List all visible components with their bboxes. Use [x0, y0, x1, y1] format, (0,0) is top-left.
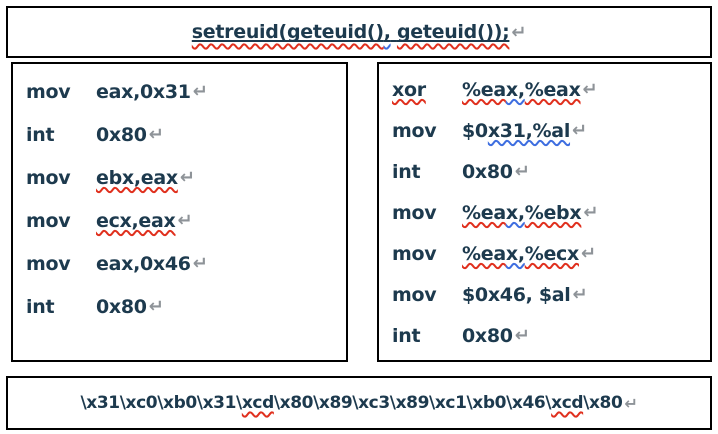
asm-operands: $0x46, $al	[462, 284, 571, 306]
return-mark-icon: ↵	[572, 284, 588, 305]
function-call-box: setreuid(geteuid(), geteuid());↵	[6, 6, 712, 58]
asm-line: mov eax,0x46↵	[26, 242, 346, 285]
asm-operands: 0x80	[462, 325, 513, 347]
asm-operands: 0x80	[96, 296, 147, 318]
asm-mnemonic: mov	[26, 166, 71, 189]
asm-line: mov eax,0x31↵	[26, 70, 346, 113]
asm-mnemonic: xor	[392, 78, 426, 101]
asm-line: mov %eax,%ecx↵	[392, 233, 710, 274]
asm-mnemonic: mov	[26, 252, 71, 275]
text-segment: 0x80	[462, 324, 513, 347]
asm-mnemonic: mov	[392, 242, 437, 265]
asm-mnemonic: int	[26, 295, 55, 318]
asm-operands: eax,0x46	[96, 253, 191, 275]
return-mark-icon: ↵	[514, 325, 530, 346]
return-mark-icon: ↵	[580, 243, 596, 264]
asm-line: mov $0x46, $al↵	[392, 274, 710, 315]
asm-line: int 0x80↵	[392, 151, 710, 192]
asm-mnemonic: mov	[392, 283, 437, 306]
asm-operands: ebx,eax	[96, 167, 178, 189]
text-segment: xcd	[241, 393, 274, 413]
text-segment: \x80\x89\xc3\x89\xc1\xb0\x46\	[273, 393, 552, 413]
asm-line: mov $0x31,%al↵	[392, 110, 710, 151]
text-segment: x,	[505, 242, 525, 265]
text-segment: eax,0x31	[96, 80, 191, 103]
text-segment: ecx,eax	[96, 209, 176, 232]
return-mark-icon: ↵	[179, 167, 195, 188]
text-segment: 0x80	[96, 295, 147, 318]
return-mark-icon: ↵	[583, 202, 599, 223]
asm-mnemonic: int	[392, 324, 421, 347]
asm-mnemonic: mov	[392, 201, 437, 224]
text-segment: \x31\xc0\xb0\x31\	[80, 393, 243, 413]
asm-line: mov ebx,eax↵	[26, 156, 346, 199]
text-segment: %ecx	[524, 242, 580, 265]
asm-mnemonic: mov	[392, 119, 437, 142]
text-segment: eax,0x46	[96, 252, 191, 275]
function-call-text: setreuid(geteuid(), geteuid());	[192, 21, 510, 43]
text-segment: x,	[505, 201, 525, 224]
text-segment: ,	[383, 21, 391, 43]
text-segment: %ea	[462, 201, 506, 224]
text-segment: 0x80	[462, 160, 513, 183]
text-segment: ebx,eax	[96, 166, 178, 189]
asm-line: mov ecx,eax↵	[26, 199, 346, 242]
asm-line: int 0x80↵	[26, 285, 346, 328]
text-segment: x,	[505, 78, 525, 101]
asm-operands: %eax,%ecx	[462, 243, 579, 265]
text-segment: \x80	[583, 393, 623, 413]
asm-mnemonic: mov	[26, 80, 71, 103]
asm-operands: 0x80	[96, 124, 147, 146]
asm-operands: %eax,%ebx	[462, 201, 582, 224]
text-segment: %ea	[462, 242, 506, 265]
shellcode-text: \x31\xc0\xb0\x31\xcd\x80\x89\xc3\x89\xc1…	[81, 393, 623, 413]
return-mark-icon: ↵	[148, 124, 164, 145]
return-mark-icon: ↵	[192, 81, 208, 102]
text-segment: xcd	[551, 393, 584, 413]
return-mark-icon: ↵	[582, 79, 598, 100]
asm-line: xor %eax,%eax↵	[392, 69, 710, 110]
asm-mnemonic: int	[26, 123, 55, 146]
text-segment: %ea	[462, 78, 506, 101]
asm-operands: %eax,%eax	[462, 79, 581, 101]
text-segment: %ebx	[524, 201, 582, 224]
text-segment: geteuid());	[396, 21, 510, 43]
text-segment: x31,%al	[487, 119, 571, 142]
text-segment: 0x80	[96, 123, 147, 146]
asm-mnemonic: int	[392, 160, 421, 183]
asm-line: int 0x80↵	[26, 113, 346, 156]
text-segment: %eax	[524, 78, 581, 101]
text-segment: $0	[462, 119, 488, 142]
return-mark-icon: ↵	[572, 120, 587, 141]
asm-line: mov %eax,%ebx↵	[392, 192, 710, 233]
asm-mnemonic: mov	[26, 209, 71, 232]
return-mark-icon: ↵	[192, 253, 208, 274]
text-segment: $0x46, $al	[462, 283, 571, 306]
asm-operands: eax,0x31	[96, 81, 191, 103]
return-mark-icon: ↵	[624, 393, 638, 413]
return-mark-icon: ↵	[514, 161, 530, 182]
return-mark-icon: ↵	[148, 296, 164, 317]
asm-operands: $0x31,%al	[462, 120, 570, 142]
asm-operands: 0x80	[462, 161, 513, 183]
return-mark-icon: ↵	[511, 21, 527, 43]
shellcode-box: \x31\xc0\xb0\x31\xcd\x80\x89\xc3\x89\xc1…	[6, 376, 712, 430]
return-mark-icon: ↵	[177, 210, 193, 231]
asm-operands: ecx,eax	[96, 210, 176, 232]
asm-line: int 0x80↵	[392, 315, 710, 356]
text-segment: setreuid(geteuid()	[191, 21, 384, 43]
